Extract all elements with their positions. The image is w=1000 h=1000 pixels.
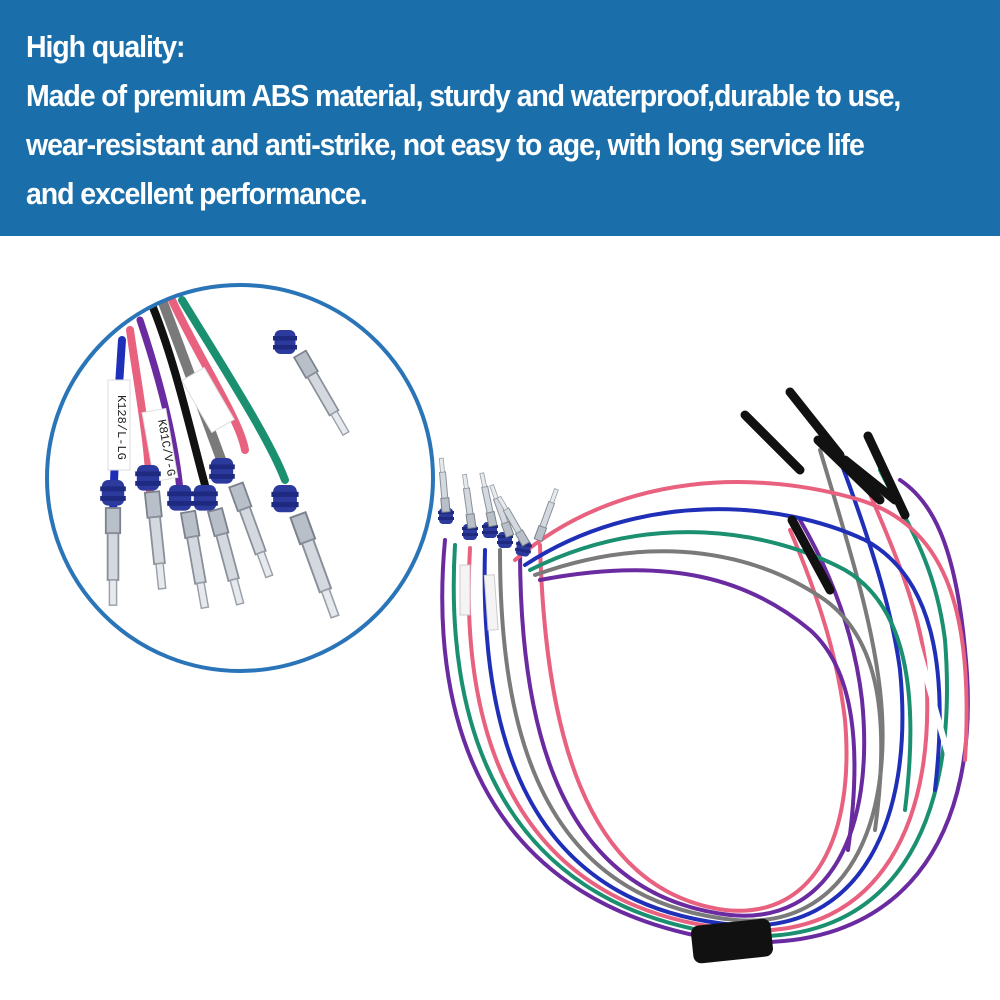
wire-harness-illustration: K128/L-LG K81C/V-G — [45, 283, 970, 964]
shrink-band — [691, 918, 773, 964]
banner-line-1: Made of premium ABS material, sturdy and… — [26, 78, 901, 113]
banner-line-3: and excellent performance. — [26, 176, 368, 211]
sleeve-label-1: K128/L-LG — [114, 395, 128, 460]
feature-banner: High quality: Made of premium ABS materi… — [0, 0, 1000, 236]
loop-terminals — [436, 457, 561, 631]
product-photo: K128/L-LG K81C/V-G — [0, 236, 1000, 1000]
zoom-detail: K128/L-LG K81C/V-G — [45, 283, 435, 673]
banner-line-2: wear-resistant and anti-strike, not easy… — [26, 127, 865, 162]
wire-loop — [440, 448, 970, 945]
zoom-circle-border — [45, 283, 435, 673]
banner-heading: High quality: — [26, 29, 185, 64]
loop-black-ends — [740, 387, 910, 595]
